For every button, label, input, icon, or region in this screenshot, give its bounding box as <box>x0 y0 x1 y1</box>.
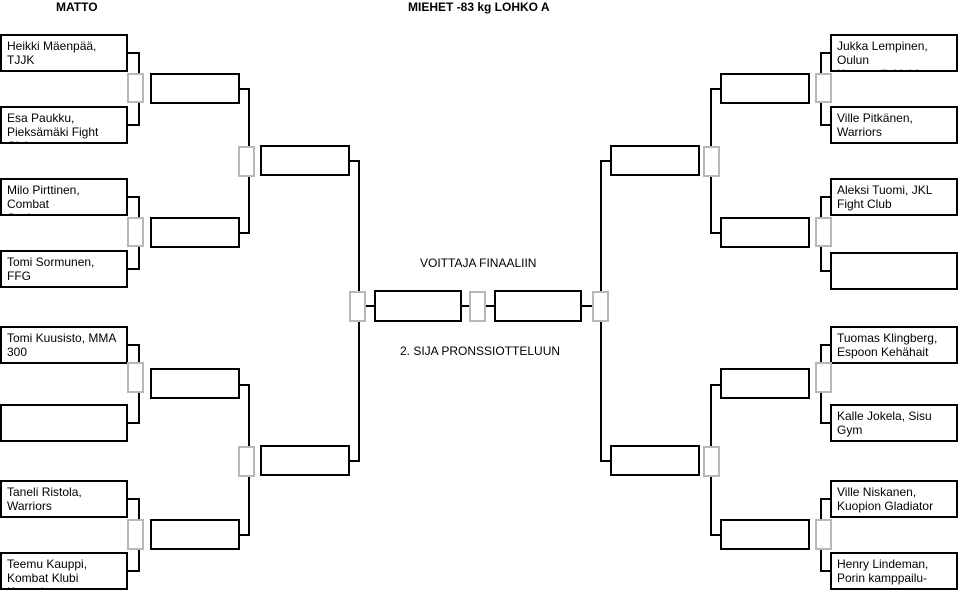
entry-name: Heikki Mäenpää, TJJK <box>7 39 97 67</box>
bracket-line <box>580 305 602 307</box>
right-entry-1[interactable]: Jukka Lempinen, Oulun Kamppailuklubi <box>830 34 958 72</box>
entry-name: Tuomas Klingberg, Espoon Kehähait <box>837 331 938 359</box>
bracket-line <box>128 570 140 572</box>
second-place-bronze-label: 2. SIJA PRONSSIOTTELUUN <box>400 344 561 358</box>
winner-slot[interactable] <box>720 368 810 399</box>
bracket-line <box>710 534 722 536</box>
score-box[interactable] <box>127 362 144 393</box>
right-entry-8[interactable]: Henry Lindeman, Porin kamppailu- <box>830 552 958 590</box>
right-entry-7[interactable]: Ville Niskanen, Kuopion Gladiator <box>830 480 958 518</box>
winner-slot[interactable] <box>720 519 810 550</box>
bracket-line <box>128 422 140 424</box>
bracket-line <box>820 52 832 54</box>
winner-slot[interactable] <box>610 145 700 176</box>
score-box[interactable] <box>127 217 144 247</box>
winner-slot[interactable] <box>150 73 240 104</box>
winner-slot[interactable] <box>610 445 700 476</box>
right-entry-4[interactable] <box>830 252 958 290</box>
bracket-line <box>128 344 140 346</box>
left-entry-4[interactable]: Tomi Sormunen, FFG <box>0 250 128 288</box>
right-entry-5[interactable]: Tuomas Klingberg, Espoon Kehähait <box>830 326 958 364</box>
final-slot-right[interactable] <box>494 290 582 322</box>
score-box[interactable] <box>703 146 720 177</box>
left-entry-7[interactable]: Taneli Ristola, Warriors <box>0 480 128 518</box>
left-entry-1[interactable]: Heikki Mäenpää, TJJK <box>0 34 128 72</box>
bracket-line <box>820 344 832 346</box>
bracket-line <box>348 460 360 462</box>
right-entry-2[interactable]: Ville Pitkänen, Warriors <box>830 106 958 144</box>
right-entry-6[interactable]: Kalle Jokela, Sisu Gym <box>830 404 958 442</box>
winner-to-final-label: VOITTAJA FINAALIIN <box>420 256 537 270</box>
winner-slot[interactable] <box>150 217 240 248</box>
left-entry-2[interactable]: Esa Paukku, Pieksämäki Fight Club <box>0 106 128 144</box>
bracket-line <box>348 160 360 162</box>
entry-name: Taneli Ristola, Warriors <box>7 485 82 513</box>
bracket-line <box>820 270 832 272</box>
entry-name: Tomi Sormunen, FFG <box>7 255 95 283</box>
left-entry-5[interactable]: Tomi Kuusisto, MMA 300 <box>0 326 128 364</box>
winner-slot[interactable] <box>260 145 350 176</box>
bracket-title: MIEHET -83 kg LOHKO A <box>408 0 550 14</box>
bracket-line <box>238 534 250 536</box>
bracket-line <box>710 384 722 386</box>
bracket-line <box>820 422 832 424</box>
bracket-line <box>238 232 250 234</box>
left-entry-6[interactable] <box>0 404 128 442</box>
score-box[interactable] <box>238 146 255 177</box>
entry-name: Kalle Jokela, Sisu Gym <box>837 409 932 437</box>
bracket-line <box>820 196 832 198</box>
winner-slot[interactable] <box>720 217 810 248</box>
winner-slot[interactable] <box>150 368 240 399</box>
mat-label: MATTO <box>56 0 98 14</box>
bracket-line <box>128 52 140 54</box>
score-box[interactable] <box>469 291 486 322</box>
score-box[interactable] <box>238 446 255 477</box>
score-box[interactable] <box>592 291 609 322</box>
final-slot-left[interactable] <box>374 290 462 322</box>
entry-name: Milo Pirttinen, Combat Society <box>7 183 80 214</box>
score-box[interactable] <box>815 73 832 103</box>
bracket-line <box>238 88 250 90</box>
left-entry-3[interactable]: Milo Pirttinen, Combat Society <box>0 178 128 216</box>
bracket-line <box>820 570 832 572</box>
winner-slot[interactable] <box>720 73 810 104</box>
bracket-line <box>710 232 722 234</box>
entry-name: Ville Niskanen, Kuopion Gladiator <box>837 485 934 513</box>
left-entry-8[interactable]: Teemu Kauppi, Kombat Klubi Kouvola <box>0 552 128 590</box>
score-box[interactable] <box>349 291 366 322</box>
entry-name: Tomi Kuusisto, MMA 300 <box>7 331 117 359</box>
entry-name: Henry Lindeman, Porin kamppailu- <box>837 557 929 585</box>
entry-name: Teemu Kauppi, Kombat Klubi Kouvola <box>7 557 88 588</box>
bracket-line <box>710 88 722 90</box>
score-box[interactable] <box>815 217 832 247</box>
bracket-line <box>238 384 250 386</box>
entry-name: Aleksi Tuomi, JKL Fight Club <box>837 183 933 211</box>
score-box[interactable] <box>127 519 144 550</box>
bracket-line <box>128 268 140 270</box>
score-box[interactable] <box>127 73 144 103</box>
score-box[interactable] <box>703 446 720 477</box>
bracket-line <box>820 498 832 500</box>
entry-name: Esa Paukku, Pieksämäki Fight Club <box>7 111 99 142</box>
entry-name: Jukka Lempinen, Oulun Kamppailuklubi <box>837 39 928 70</box>
bracket-line <box>820 124 832 126</box>
winner-slot[interactable] <box>260 445 350 476</box>
bracket-line <box>128 498 140 500</box>
right-entry-3[interactable]: Aleksi Tuomi, JKL Fight Club <box>830 178 958 216</box>
bracket-line <box>600 160 612 162</box>
score-box[interactable] <box>815 362 832 393</box>
bracket-line <box>600 460 612 462</box>
score-box[interactable] <box>815 519 832 550</box>
bracket-line <box>128 124 140 126</box>
winner-slot[interactable] <box>150 519 240 550</box>
bracket-line <box>128 196 140 198</box>
entry-name: Ville Pitkänen, Warriors <box>837 111 913 139</box>
